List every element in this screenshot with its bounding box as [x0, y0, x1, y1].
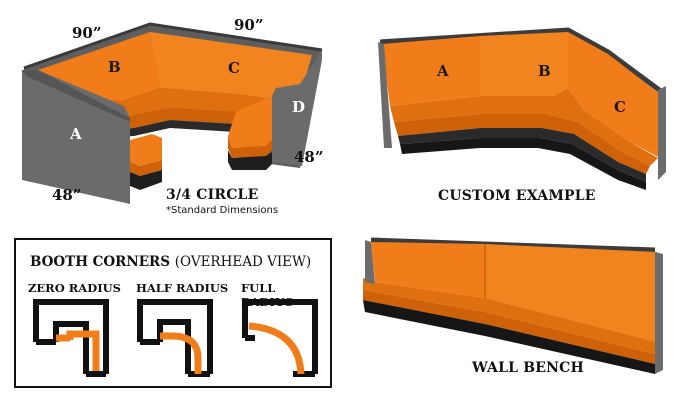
dim-bottom-left: 48” [52, 186, 82, 204]
custom-example-illustration [378, 27, 666, 190]
seat-letter-d: D [292, 98, 306, 116]
custom-letter-b: B [538, 62, 551, 80]
end-panel-d [272, 50, 322, 166]
booth-corners-heading: BOOTH CORNERS [30, 254, 171, 270]
custom-letter-c: C [614, 98, 626, 116]
full-radius-corner-icon [242, 299, 318, 377]
custom-back-a [382, 36, 480, 106]
seat-letter-b: B [108, 58, 121, 76]
dim-right: 48” [294, 148, 324, 166]
bench-back-left [371, 242, 485, 298]
circle-caption: 3/4 CIRCLE [166, 187, 259, 203]
dim-top-right: 90” [234, 16, 264, 34]
zero-radius-corner-icon [33, 299, 109, 377]
half-radius-label: HALF RADIUS [136, 281, 229, 295]
custom-back-b [480, 32, 568, 96]
booth-corners-panel: BOOTH CORNERS (OVERHEAD VIEW) ZERO RADIU… [14, 238, 332, 388]
booth-corners-title: BOOTH CORNERS (OVERHEAD VIEW) [30, 254, 311, 270]
booth-corners-subtitle: (OVERHEAD VIEW) [174, 254, 312, 270]
custom-back-c [568, 32, 660, 158]
seat-letter-a: A [70, 125, 82, 143]
wall-bench-caption: WALL BENCH [472, 360, 584, 376]
custom-caption: CUSTOM EXAMPLE [438, 188, 596, 204]
wall-bench-illustration [363, 237, 663, 374]
seat-letter-c: C [228, 59, 240, 77]
standard-dimensions-note: *Standard Dimensions [166, 205, 279, 216]
bench-back-right [485, 244, 657, 342]
zero-radius-label: ZERO RADIUS [28, 281, 121, 295]
back-c-panel [150, 32, 312, 100]
half-radius-corner-icon [137, 299, 213, 377]
circle-booth-illustration [22, 22, 323, 204]
dim-top-left: 90” [72, 24, 102, 42]
end-panel-a [22, 70, 130, 204]
custom-letter-a: A [437, 62, 449, 80]
